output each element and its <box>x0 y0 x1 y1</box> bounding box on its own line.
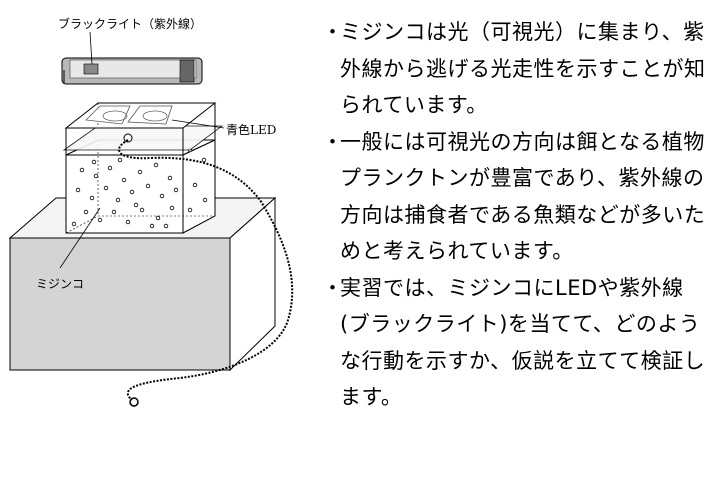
led-ring <box>123 133 133 143</box>
bullet-marker: ・ <box>322 275 344 300</box>
bullet-item: ・ミジンコは光（可視光）に集まり、紫外線から逃げる光走性を示すことが知られていま… <box>318 14 710 124</box>
led-box <box>64 102 217 155</box>
label-daphnia: ミジンコ <box>36 277 84 291</box>
daphnia-dots <box>71 147 208 229</box>
bullet-item: ・一般には可視光の方向は餌となる植物プランクトンが豊富であり、紫外線の方向は捕食… <box>318 124 710 270</box>
explanation-list: ・ミジンコは光（可視光）に集まり、紫外線から逃げる光走性を示すことが知られていま… <box>318 14 710 416</box>
bullet-item: ・実習では、ミジンコにLEDや紫外線(ブラックライト)を当てて、どのような行動を… <box>318 270 710 416</box>
bullet-text: 実習では、ミジンコにLEDや紫外線(ブラックライト)を当てて、どのような行動を示… <box>340 275 706 410</box>
led-cable <box>118 139 294 401</box>
bullet-text: 一般には可視光の方向は餌となる植物プランクトンが豊富であり、紫外線の方向は捕食者… <box>340 129 706 264</box>
blacklight-lamp <box>61 57 203 85</box>
experiment-diagram: ブラックライト（紫外線） 青色LED ミジンコ <box>8 16 294 407</box>
bullet-marker: ・ <box>322 129 344 154</box>
blacklight-pointer <box>89 31 93 65</box>
aquarium-tank <box>65 139 216 234</box>
bullet-marker: ・ <box>322 20 344 44</box>
label-blacklight: ブラックライト（紫外線） <box>58 16 202 31</box>
daphnia-pointer <box>59 207 101 269</box>
cable-end <box>129 397 139 407</box>
bullet-text: ミジンコは光（可視光）に集まり、紫外線から逃げる光走性を示すことが知られています… <box>340 20 706 117</box>
label-blue-led: 青色LED <box>226 123 276 137</box>
led-pointer <box>171 119 225 129</box>
